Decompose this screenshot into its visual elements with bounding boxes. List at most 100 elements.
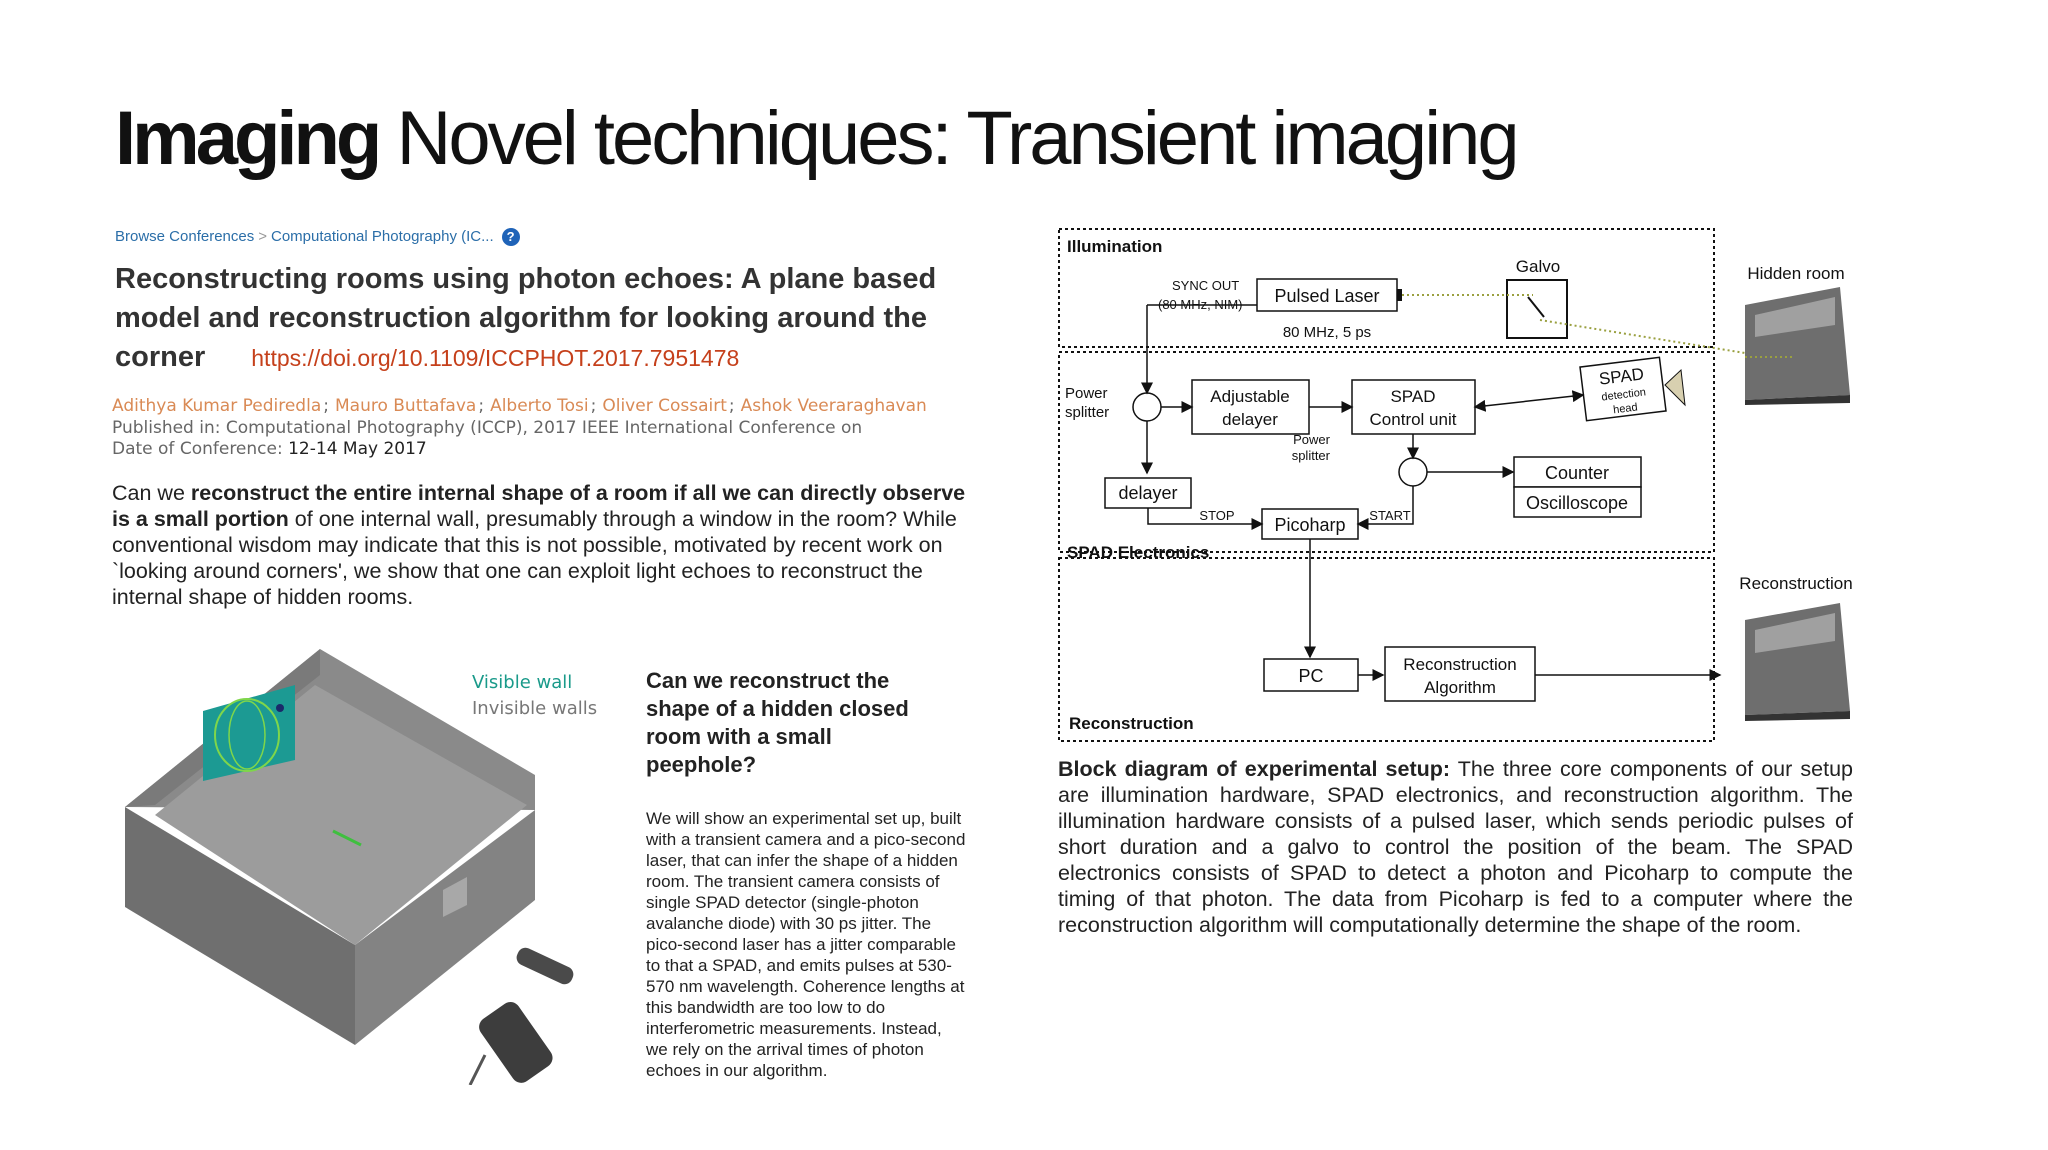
laser-device	[516, 947, 574, 985]
spad-camera	[479, 1002, 553, 1083]
author-link[interactable]: Adithya Kumar Pediredla	[112, 396, 322, 416]
question-heading: Can we reconstruct the shape of a hidden…	[646, 668, 909, 777]
slide-title: Imaging Novel techniques: Transient imag…	[115, 95, 1520, 182]
hidden-room-cube	[1745, 287, 1850, 405]
breadcrumb-computational-photography[interactable]: Computational Photography (IC...	[271, 228, 494, 245]
breadcrumb-separator: >	[258, 228, 267, 245]
pc-box	[1263, 658, 1359, 692]
author-link[interactable]: Mauro Buttafava	[334, 396, 477, 416]
intro-text: of one internal wall, presumably through…	[112, 507, 957, 609]
power-splitter-label-2: splitter	[1065, 404, 1109, 421]
visible-wall-label: Visible wall	[472, 672, 573, 693]
laser-spec-label: 80 MHz, 5 ps	[1283, 324, 1371, 341]
spad-control-label: SPAD	[1390, 387, 1435, 406]
spad-electronics-section	[1058, 351, 1715, 553]
conference-date: Date of Conference: 12-14 May 2017	[112, 439, 427, 459]
question-body: We will show an experimental set up, bui…	[646, 809, 966, 1080]
reconstruction-algorithm-box	[1384, 646, 1536, 702]
power-splitter-2-circle	[1398, 457, 1428, 487]
reconstruction-section	[1058, 557, 1715, 742]
oscilloscope-label: Oscilloscope	[1526, 493, 1628, 513]
intro-emphasis: reconstruct the entire internal shape of…	[112, 481, 966, 531]
side-wall	[355, 810, 535, 1045]
spad-to-head	[1473, 390, 1585, 412]
front-wall	[125, 807, 355, 1045]
power-splitter-2-label-2: splitter	[1292, 448, 1331, 463]
room-illustration	[125, 649, 574, 1085]
delayer-box	[1104, 477, 1192, 509]
author-separator: ;	[590, 396, 597, 416]
reconstruction-section-label: Reconstruction	[1069, 714, 1194, 733]
reconstruction-cube	[1745, 603, 1850, 721]
hidden-room-label: Hidden room	[1747, 264, 1844, 283]
author-link[interactable]: Oliver Cossairt	[602, 396, 727, 416]
sync-out-label: SYNC OUT	[1172, 278, 1239, 293]
counter-label: Counter	[1545, 463, 1609, 483]
adjustable-delayer-label: Adjustable	[1210, 387, 1289, 406]
reconstruction-algorithm-label-2: Algorithm	[1424, 678, 1496, 697]
pc-label: PC	[1298, 666, 1323, 686]
author-separator: ;	[478, 396, 485, 416]
delayer-to-picoharp	[1147, 508, 1264, 530]
pulsed-laser-box	[1256, 278, 1398, 312]
spad-control-unit-box	[1351, 379, 1476, 435]
adjustable-delayer-label-2: delayer	[1222, 410, 1278, 429]
spad-head-detection: detection	[1601, 386, 1647, 403]
picoharp-label: Picoharp	[1274, 515, 1345, 535]
doi-link[interactable]: https://doi.org/10.1109/ICCPHOT.2017.795…	[251, 345, 740, 371]
power-splitter-circle	[1132, 392, 1162, 422]
breadcrumb: Browse Conferences>Computational Photogr…	[115, 228, 520, 247]
stop-label: STOP	[1199, 508, 1234, 523]
start-label: START	[1369, 508, 1410, 523]
slide-title-bold: Imaging	[115, 96, 382, 181]
author-link[interactable]: Ashok Veeraraghavan	[740, 396, 927, 416]
published-in: Published in: Computational Photography …	[112, 418, 863, 438]
camera-stand	[468, 1054, 487, 1085]
caption-bold: Block diagram of experimental setup:	[1058, 757, 1451, 781]
echo-sphere	[214, 698, 280, 772]
conference-date-label: Date of Conference:	[112, 439, 283, 459]
author-separator: ;	[728, 396, 735, 416]
splitter2-to-picoharp	[1356, 486, 1414, 530]
galvo-mirror	[1527, 296, 1545, 318]
reconstruction-algorithm-label: Reconstruction	[1403, 655, 1516, 674]
caption-text: The three core components of our setup a…	[1058, 757, 1854, 937]
spad-control-label-2: Control unit	[1370, 410, 1457, 429]
echo-sphere-line	[228, 700, 266, 770]
laser-aperture	[1397, 289, 1402, 301]
power-splitter-label: Power	[1065, 385, 1108, 402]
author-separator: ;	[323, 396, 329, 416]
intro-text: Can we	[112, 481, 191, 505]
block-diagram: Illumination SYNC OUT (80 MHz, NIM) Puls…	[1058, 228, 1853, 742]
green-beam	[332, 829, 362, 847]
author-list: Adithya Kumar Pediredla;Mauro Buttafava;…	[112, 396, 927, 416]
spad-head-head: head	[1613, 401, 1639, 416]
reconstruction-label: Reconstruction	[1739, 574, 1852, 593]
illumination-label: Illumination	[1067, 237, 1162, 256]
paper-title: Reconstructing rooms using photon echoes…	[115, 263, 937, 373]
slide-title-rest: Novel techniques: Transient imaging	[396, 96, 1519, 181]
picoharp-box	[1261, 508, 1359, 540]
invisible-walls-label: Invisible walls	[472, 698, 598, 719]
diagram-caption: Block diagram of experimental setup: The…	[1058, 756, 1853, 938]
power-splitter-2-label: Power	[1293, 432, 1331, 447]
author-link[interactable]: Alberto Tosi	[490, 396, 589, 416]
illumination-section	[1058, 228, 1715, 348]
conference-date-value: 12-14 May 2017	[288, 439, 427, 459]
breadcrumb-browse-conferences[interactable]: Browse Conferences	[115, 228, 255, 245]
counter-box	[1513, 456, 1642, 488]
paper-title-block: Reconstructing rooms using photon echoes…	[115, 260, 995, 378]
oscilloscope-box	[1513, 486, 1642, 518]
delayer-label: delayer	[1118, 483, 1177, 503]
spad-head-box: SPAD detection head	[1579, 356, 1667, 422]
laser-spot	[276, 704, 284, 712]
spad-electronics-label: SPAD Electronics	[1067, 543, 1209, 562]
wall-legend: Visible wall Invisible walls	[472, 670, 597, 722]
spad-lens	[1664, 368, 1686, 407]
peephole	[443, 877, 467, 917]
adjustable-delayer-box	[1191, 379, 1310, 435]
galvo-label: Galvo	[1516, 257, 1560, 276]
intro-paragraph: Can we reconstruct the entire internal s…	[112, 480, 980, 610]
pulsed-laser-label: Pulsed Laser	[1274, 286, 1379, 306]
help-icon[interactable]: ?	[501, 228, 520, 247]
